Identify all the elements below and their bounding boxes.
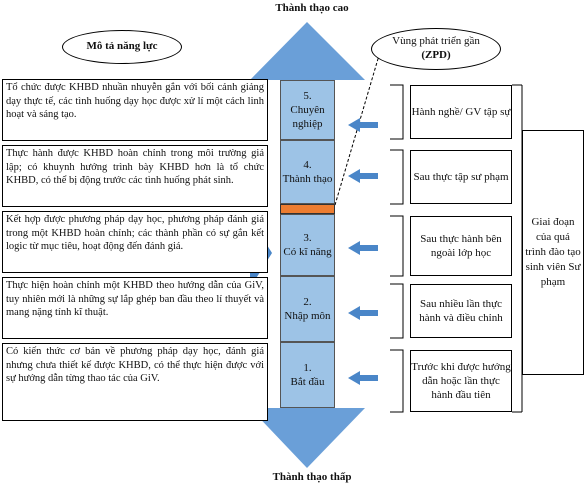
- bracket: [390, 215, 404, 277]
- stage-box-3: Sau thực hành bên ngoài lớp học: [410, 216, 512, 276]
- level-label: Có kĩ năng: [283, 246, 332, 258]
- level-5-box: 5. Chuyên nghiệp: [280, 80, 335, 140]
- small-arrow: [348, 241, 378, 255]
- description-level-5: Tổ chức được KHBD nhuần nhuyễn gắn với b…: [2, 79, 268, 141]
- left-header-ellipse: Mô tả năng lực: [62, 30, 182, 64]
- zpd-bar: [280, 204, 335, 214]
- training-period-box: Giai đoạn của quá trình đào tạo sinh viê…: [522, 130, 584, 375]
- top-arrow-head: [250, 22, 365, 80]
- level-label: Nhập môn: [284, 310, 331, 322]
- top-label: Thành thạo cao: [275, 2, 349, 14]
- bottom-arrow-head: [250, 408, 365, 468]
- small-arrow: [348, 306, 378, 320]
- small-arrow: [348, 118, 378, 132]
- level-number: 2.: [303, 295, 312, 308]
- level-number: 1.: [303, 361, 312, 374]
- stage-box-5: Hành nghề/ GV tập sự: [410, 85, 512, 139]
- level-label: Thành thạo: [282, 173, 333, 185]
- bracket: [390, 283, 404, 339]
- description-level-4: Thực hành được KHBD hoàn chỉnh trong môi…: [2, 145, 268, 207]
- level-number: 5.: [303, 89, 312, 102]
- level-number: 4.: [303, 158, 312, 171]
- zpd-dashed-line: [334, 51, 381, 206]
- stage-box-2: Sau nhiều lần thực hành và điều chỉnh: [410, 284, 512, 338]
- bracket: [390, 349, 404, 413]
- bracket: [390, 84, 404, 140]
- stage-box-4: Sau thực tập sư phạm: [410, 150, 512, 204]
- description-level-2: Thực hiện hoàn chỉnh một KHBD theo hướng…: [2, 277, 268, 339]
- small-arrows: [348, 118, 378, 385]
- zpd-header-line2: (ZPD): [421, 49, 451, 61]
- outer-bracket: [512, 84, 523, 413]
- level-1-box: 1. Bắt đầu: [280, 342, 335, 408]
- small-arrow: [348, 169, 378, 183]
- bracket: [390, 149, 404, 205]
- level-label: Bắt đầu: [290, 376, 325, 388]
- stage-box-1: Trước khi được hướng dẫn hoặc lần thực h…: [410, 350, 512, 412]
- small-arrow: [348, 371, 378, 385]
- level-2-box: 2. Nhập môn: [280, 276, 335, 342]
- description-level-3: Kết hợp được phương pháp dạy học, phương…: [2, 211, 268, 273]
- description-level-1: Có kiến thức cơ bản về phương pháp dạy h…: [2, 343, 268, 421]
- level-4-box: 4. Thành thạo: [280, 140, 335, 204]
- zpd-header-ellipse: Vùng phát triển gần (ZPD): [371, 28, 501, 70]
- zpd-header-line1: Vùng phát triển gần: [392, 35, 480, 48]
- left-header-text: Mô tả năng lực: [86, 40, 158, 53]
- level-label: Chuyên nghiệp: [290, 103, 325, 131]
- level-3-box: 3. Có kĩ năng: [280, 214, 335, 276]
- bottom-label: Thành thạo thấp: [272, 471, 352, 483]
- level-number: 3.: [303, 231, 312, 244]
